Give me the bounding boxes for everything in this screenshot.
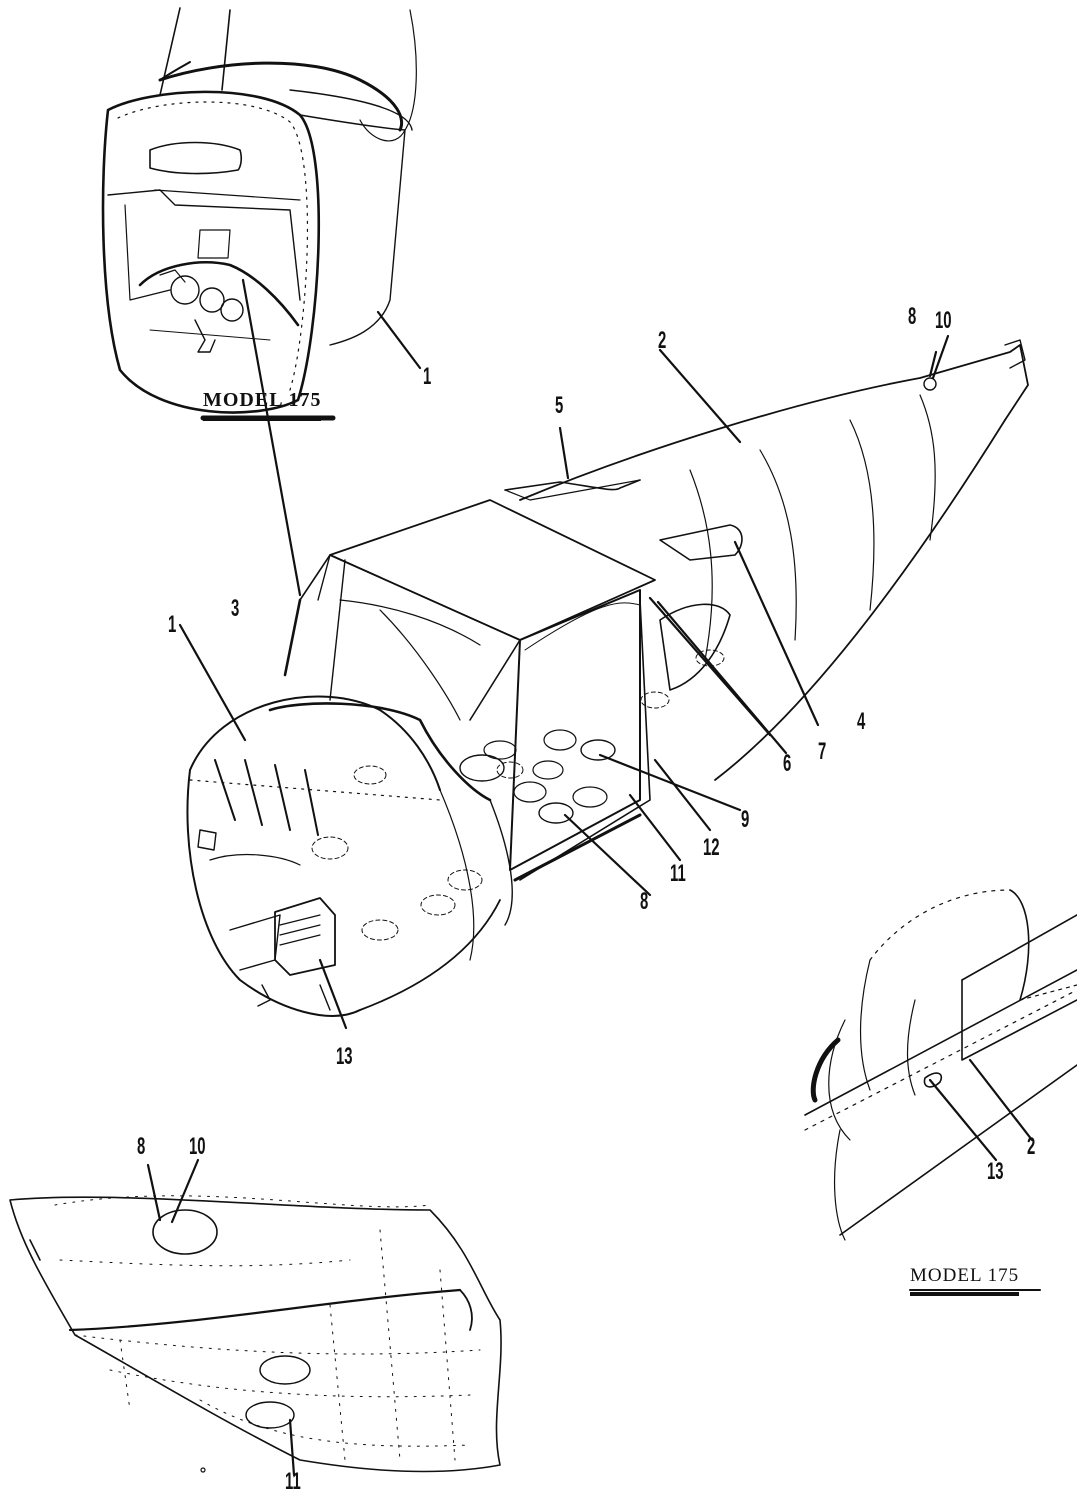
- callout-bottom-right-2: 2: [1027, 1133, 1036, 1160]
- callout-bottom-left-10: 10: [189, 1133, 206, 1160]
- callout-main-11: 11: [670, 860, 686, 887]
- bottom-right-tail-view: [804, 889, 1077, 1241]
- callout-main-5: 5: [555, 392, 564, 419]
- top-left-nose-view: [101, 7, 422, 414]
- model-175-caption-bottom: MODEL 175: [910, 1265, 1020, 1296]
- callout-main-1: 1: [168, 611, 177, 638]
- callout-bottom-right-13: 13: [987, 1158, 1004, 1185]
- callout-main-7: 7: [818, 738, 827, 765]
- main-leader-lines: [178, 278, 950, 1030]
- main-fuselage-view: [186, 339, 1029, 1017]
- callout-main-3: 3: [231, 595, 240, 622]
- callout-main-9: 9: [741, 806, 750, 833]
- callout-main-13: 13: [336, 1043, 353, 1070]
- callout-main-8: 8: [640, 888, 649, 915]
- callout-main-12: 12: [703, 834, 720, 861]
- callout-bottom-left-11: 11: [285, 1468, 301, 1495]
- callout-main-10: 10: [935, 307, 952, 334]
- callout-bottom-left-8: 8: [137, 1133, 146, 1160]
- model-175-caption-top: MODEL 175: [203, 389, 322, 421]
- bottom-left-belly-view: [9, 1158, 502, 1477]
- callout-top-left-1: 1: [423, 363, 432, 390]
- callout-main-4: 4: [857, 708, 866, 735]
- callout-main-2: 2: [658, 327, 667, 354]
- callout-main-6: 6: [783, 750, 792, 777]
- callout-main-8-top: 8: [908, 303, 917, 330]
